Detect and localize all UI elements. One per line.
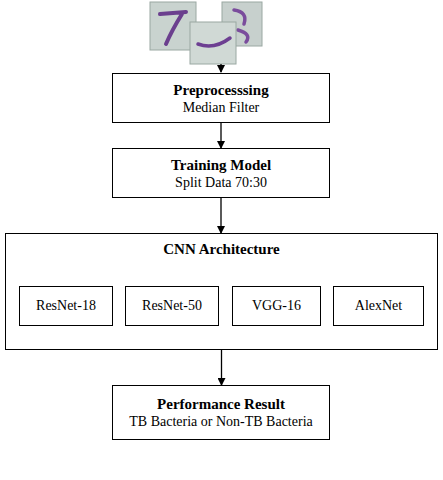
result-box: Performance ResultTB Bacteria or Non-TB …	[112, 385, 330, 440]
node-title: ResNet-50	[126, 297, 218, 315]
node-title: Training Model	[113, 156, 329, 174]
node-body: TB Bacteria or Non-TB Bacteria	[113, 413, 329, 431]
flow-arrow	[220, 123, 221, 148]
node-title: VGG-16	[233, 297, 320, 315]
process-box: Training ModelSplit Data 70:30	[112, 148, 330, 198]
model-box: ResNet-18	[19, 286, 113, 326]
image-tile	[190, 22, 236, 64]
flow-arrow	[220, 198, 221, 233]
model-box: ResNet-50	[125, 286, 219, 326]
image-tile	[150, 2, 196, 50]
node-body: Median Filter	[113, 99, 329, 117]
group-box: CNN ArchitectureResNet-18 ResNet-50 VGG-16…	[5, 233, 438, 350]
process-box: PreprocesssingMedian Filter	[112, 73, 330, 123]
model-box: VGG-16	[232, 286, 321, 326]
input-arrow	[220, 64, 221, 72]
node-title: Performance Result	[113, 395, 329, 413]
node-title: Preprocesssing	[113, 81, 329, 99]
node-body: Split Data 70:30	[113, 174, 329, 192]
flow-arrow	[221, 350, 222, 385]
model-box: AlexNet	[333, 286, 424, 326]
node-title: AlexNet	[334, 297, 423, 315]
node-title: ResNet-18	[20, 297, 112, 315]
node-title: CNN Architecture	[6, 240, 437, 258]
